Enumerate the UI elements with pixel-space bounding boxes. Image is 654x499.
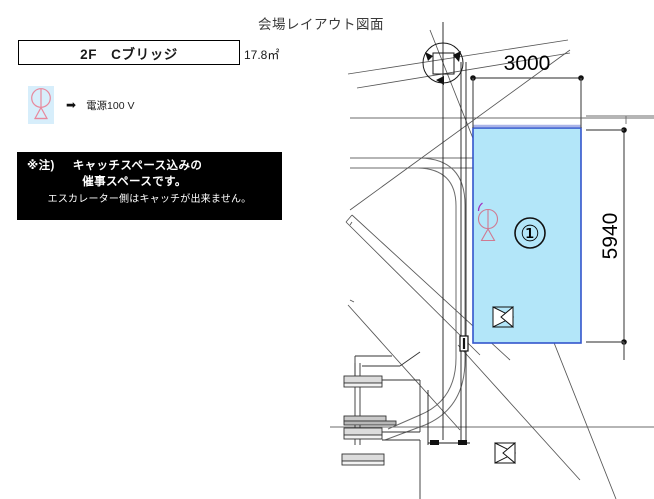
power-legend: ➡ 電源100 V — [28, 86, 135, 124]
arrow-right-icon: ➡ — [66, 98, 77, 112]
notice-box: ※注) キャッチスペース込みの 催事スペースです。 エスカレーター側はキャッチが出… — [17, 152, 282, 220]
corridor-lines — [427, 22, 470, 445]
notice-text-3: エスカレーター側はキャッチが出来ません。 — [47, 194, 252, 206]
notice-text-1: キャッチスペース込みの — [72, 160, 203, 172]
dimension-width — [470, 75, 584, 128]
notice-line-1: ※注) キャッチスペース込みの — [17, 159, 282, 175]
floorplan-drawing: ① 3000 — [330, 0, 654, 499]
space-area-text: 17.8㎡ — [244, 48, 280, 62]
escalator-symbol — [341, 351, 421, 499]
reference-lines — [586, 115, 654, 124]
booth-number-text: ① — [520, 221, 540, 246]
utility-bowtie-icon-1 — [492, 305, 515, 329]
dimension-height-text: 5940 — [599, 213, 622, 260]
dimension-height — [586, 127, 627, 360]
dimension-width-text: 3000 — [504, 52, 551, 75]
curved-wall — [350, 157, 466, 441]
page-title: 会場レイアウト図面 — [258, 17, 384, 32]
notice-mark: ※注) — [27, 160, 55, 172]
info-panel: 2F Cブリッジ 17.8㎡ ➡ 電源100 V ※注) キャッチスペース込みの … — [17, 40, 282, 220]
power-legend-label: 電源100 V — [86, 99, 135, 112]
booth-power-outlet-icon — [477, 202, 499, 242]
space-label-box: 2F Cブリッジ — [18, 40, 240, 65]
power-outlet-icon — [28, 86, 54, 124]
floorplan-svg: ① 3000 — [330, 22, 654, 499]
utility-bowtie-icon-2 — [494, 441, 517, 465]
notice-text-2: 催事スペースです。 — [82, 175, 187, 188]
space-label-text: 2F Cブリッジ — [80, 46, 178, 62]
booth-number-badge: ① — [514, 217, 546, 249]
booth-area-rect — [472, 127, 582, 344]
door-marker-icon — [430, 335, 469, 445]
